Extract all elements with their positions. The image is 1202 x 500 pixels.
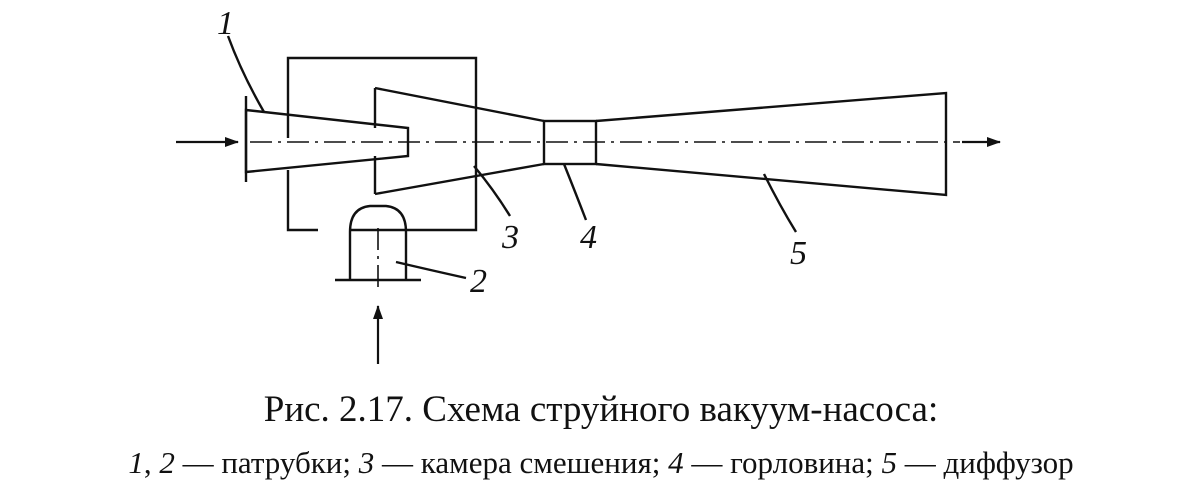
suction-inlet-pipe: [348, 204, 408, 280]
leader-1: [226, 35, 266, 113]
legend-text: — горловина;: [683, 445, 882, 480]
nozzle: [244, 108, 410, 174]
mixing-chamber: [373, 86, 545, 196]
legend-num: 5: [881, 445, 898, 480]
legend-text: ,: [143, 445, 160, 480]
figure-caption-legend: 1, 2 — патрубки; 3 — камера смешения; 4 …: [0, 443, 1202, 483]
label-5: 5: [790, 235, 807, 272]
leader-2: [395, 260, 467, 280]
legend-num: 1: [128, 445, 144, 480]
leader-5: [762, 173, 798, 233]
legend-num: 4: [668, 445, 684, 480]
legend-num: 3: [358, 445, 375, 480]
legend-text: — патрубки;: [174, 445, 359, 480]
label-2: 2: [470, 263, 487, 300]
leader-4: [562, 163, 588, 221]
diffuser: [595, 91, 948, 197]
jet-vacuum-pump-diagram: 1 2 3 4 5: [176, 5, 1001, 364]
label-4: 4: [580, 219, 597, 256]
label-3: 3: [501, 219, 519, 256]
legend-num: 2: [159, 445, 175, 480]
figure-caption-title: Рис. 2.17. Схема струйного вакуум-насоса…: [263, 389, 939, 430]
legend-text: — диффузор: [897, 445, 1074, 480]
suction-housing: [286, 56, 478, 232]
leader-3: [473, 165, 512, 217]
legend-text: — камера смешения;: [374, 445, 669, 480]
label-1: 1: [217, 5, 234, 42]
